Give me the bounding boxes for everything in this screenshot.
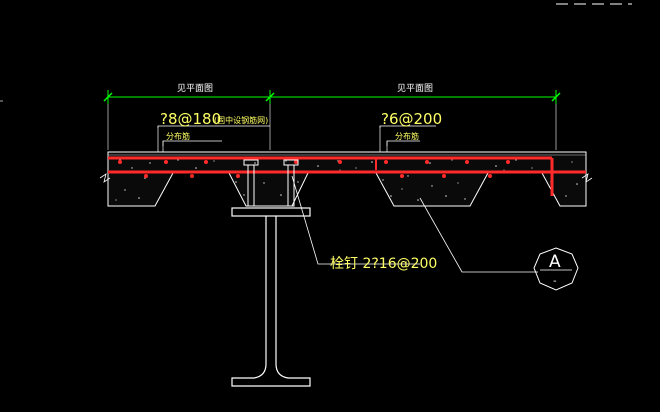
rebar-note-left-main: ?8@180 (160, 110, 221, 128)
section-marker-letter: A (549, 252, 561, 272)
concrete-slab-outline (107, 151, 587, 207)
section-marker (533, 247, 579, 291)
section-marker-bottom: - (553, 276, 557, 287)
dimension-label-left: 见平面图 (177, 83, 213, 94)
section-marker-leader (419, 197, 538, 273)
shear-studs (243, 159, 299, 207)
stud-note-leader (291, 175, 420, 265)
steel-i-beam (231, 207, 311, 387)
rebar-note-right-main: ?6@200 (381, 110, 442, 128)
rebar-cross-section-dots (118, 160, 510, 178)
rebar-note-right-distribution: 分布筋 (395, 131, 419, 141)
dimension-label-right: 见平面图 (397, 83, 433, 94)
rebar-note-left-sub: (固中设钢筋网) (214, 115, 268, 125)
stud-note: 栓钉 2?16@200 (330, 256, 437, 272)
concrete-hatch-pattern (115, 159, 578, 201)
rebar-lines (108, 156, 586, 196)
dimension-line (103, 90, 561, 150)
break-marks (99, 173, 593, 183)
rebar-note-left-distribution: 分布筋 (166, 131, 190, 141)
